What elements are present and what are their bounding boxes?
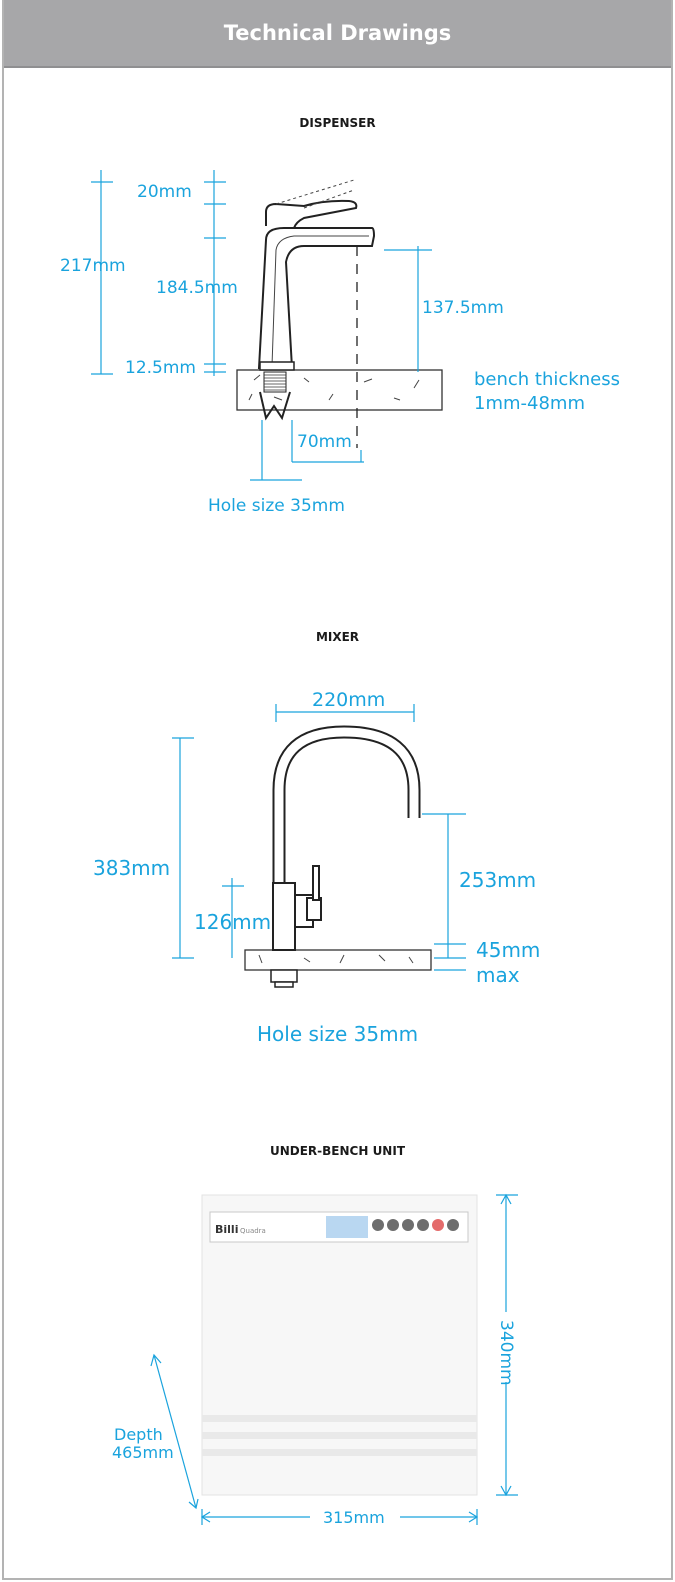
bench-texture	[248, 374, 420, 401]
unit-cabinet	[201, 1194, 478, 1496]
dispenser-bench-range: 1mm-48mm	[474, 393, 585, 414]
mixer-drawing	[172, 704, 466, 988]
mixer-shank	[270, 969, 298, 983]
unit-vent-1	[202, 1415, 477, 1422]
mixer-gooseneck-outer	[272, 725, 421, 885]
mixer-dim-bench: 45mm	[476, 938, 540, 962]
dispenser-dim-base: 12.5mm	[125, 358, 196, 378]
mixer-bench	[244, 949, 432, 971]
unit-vent-3	[202, 1449, 477, 1456]
page-title: Technical Drawings	[223, 21, 452, 45]
underbench-title: UNDER-BENCH UNIT	[269, 1144, 406, 1158]
dispenser-dimension-lines	[91, 170, 432, 481]
mixer-dim-spout: 253mm	[459, 868, 536, 892]
page-header: Technical Drawings	[4, 0, 671, 68]
unit-display	[326, 1216, 368, 1238]
dispenser-dim-offset: 70mm	[297, 432, 352, 452]
unit-buttons	[372, 1219, 459, 1231]
mixer-hole-size: Hole size 35mm	[257, 1022, 418, 1046]
technical-drawings-svg: 20mm 217mm 184.5mm 12.5mm 137.5mm bench …	[60, 170, 620, 1527]
dispenser-drawing	[91, 170, 443, 481]
underbench-drawing	[150, 1193, 518, 1525]
unit-model: Quadra	[240, 1227, 266, 1235]
mixer-body	[272, 882, 296, 951]
dispenser-body	[257, 227, 376, 369]
dispenser-dim-body: 184.5mm	[156, 278, 238, 298]
mixer-gooseneck-inner	[274, 727, 419, 885]
unit-dim-height: 340mm	[496, 1320, 516, 1386]
lever-arc-bottom	[303, 189, 355, 209]
mixer-dim-reach: 220mm	[312, 689, 385, 711]
mixer-nut	[274, 981, 294, 988]
dispenser-bench-label: bench thickness	[474, 369, 620, 390]
dispenser-title: DISPENSER	[299, 116, 376, 130]
dispenser-collar	[259, 361, 295, 371]
mixer-dim-total: 383mm	[93, 856, 170, 880]
unit-dimension-lines	[150, 1193, 518, 1525]
dispenser-dim-spout: 137.5mm	[422, 298, 504, 318]
shank-thread	[264, 374, 286, 391]
mixer-dim-lever: 126mm	[194, 910, 271, 934]
dispenser-body-line	[271, 235, 369, 367]
mixer-bench-texture	[258, 954, 414, 964]
unit-dim-depth: 465mm	[112, 1443, 174, 1462]
unit-vent-2	[202, 1432, 477, 1439]
lever-arc-top	[275, 179, 355, 205]
mixer-lever	[312, 865, 320, 901]
mixer-lever-block	[306, 897, 322, 921]
dispenser-lever	[265, 199, 358, 229]
mixer-dim-bench-max: max	[476, 963, 520, 987]
unit-depth-label: Depth	[114, 1425, 163, 1444]
dispenser-hole-size: Hole size 35mm	[208, 496, 345, 516]
mixer-dimension-lines	[172, 704, 466, 971]
dispenser-dim-total: 217mm	[60, 256, 126, 276]
mixer-title: MIXER	[315, 630, 360, 644]
unit-brand: Billi	[215, 1223, 238, 1236]
unit-dim-width: 315mm	[323, 1508, 385, 1527]
dispenser-dim-lever: 20mm	[137, 182, 192, 202]
dispenser-clamp	[259, 391, 291, 421]
